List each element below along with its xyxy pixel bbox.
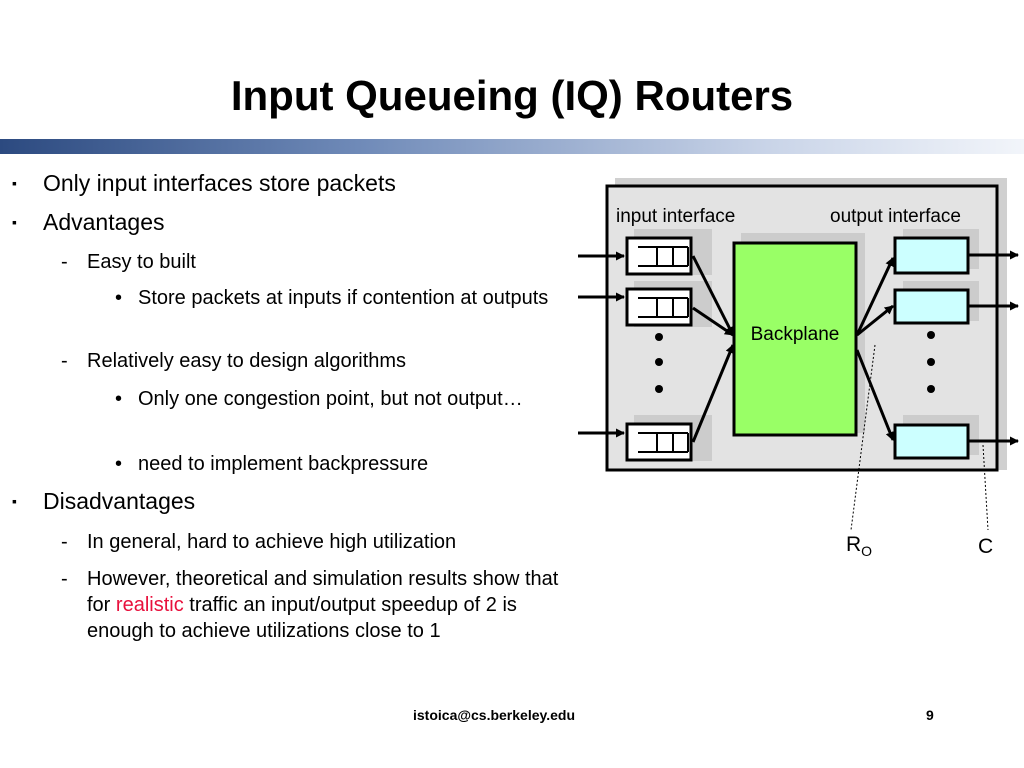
- subbullet-speedup: However, theoretical and simulation resu…: [61, 566, 587, 644]
- ro-label-main: R: [846, 533, 861, 556]
- queue-buffer-icon: [638, 432, 689, 453]
- backplane-to-output-arrow-2: [856, 304, 894, 337]
- backplane-to-output-arrow-1: [855, 257, 895, 336]
- ro-label-subscript: O: [861, 543, 872, 559]
- subsubbullet-one-congestion: Only one congestion point, but not outpu…: [115, 386, 578, 413]
- backplane-to-output-arrow-3: [855, 349, 895, 441]
- ro-leader-line: [850, 344, 876, 531]
- subbullet-hard-utilization: In general, hard to achieve high utiliza…: [61, 529, 587, 555]
- queue-to-backplane-arrow-3: [691, 344, 735, 443]
- queue-buffer-icon: [638, 297, 689, 318]
- subsubbullet-store-packets: Store packets at inputs if contention at…: [115, 285, 578, 312]
- vertical-dots-icon: [655, 333, 663, 393]
- queue-to-backplane-arrow-2: [692, 306, 734, 337]
- realistic-highlight: realistic: [115, 594, 184, 616]
- output-box-3: [893, 423, 970, 460]
- ro-label: RO: [846, 533, 872, 559]
- bullet-disadvantages: Disadvantages: [12, 488, 195, 515]
- input-queue-2: [625, 287, 693, 327]
- queue-to-backplane-arrow-1: [691, 255, 735, 336]
- bullet-advantages: Advantages: [12, 209, 165, 236]
- queue-buffer-icon: [638, 246, 689, 267]
- output-box-2: [893, 288, 970, 325]
- footer-email: istoica@cs.berkeley.edu: [413, 707, 576, 723]
- output-interface-label: output interface: [830, 206, 961, 227]
- page-number: 9: [926, 707, 934, 723]
- subbullet-easy-to-built: Easy to built: [61, 249, 587, 275]
- backplane-label: Backplane: [751, 324, 840, 345]
- subbullet-design-algorithms: Relatively easy to design algorithms: [61, 348, 587, 374]
- input-queue-3: [625, 422, 693, 462]
- speedup-text-pre: However, theoretical and simulation resu…: [87, 568, 559, 616]
- subsubbullet-backpressure: need to implement backpressure: [115, 451, 578, 478]
- speedup-text-post: traffic an input/output speedup of 2 is …: [87, 594, 517, 642]
- bullet-only-input: Only input interfaces store packets: [12, 170, 396, 197]
- vertical-dots-icon: [927, 331, 935, 393]
- bullet-list: Only input interfaces store packets Adva…: [0, 0, 600, 700]
- backplane-box: [732, 241, 858, 437]
- slide-title: Input Queueing (IQ) Routers: [230, 72, 794, 119]
- output-box-1: [893, 236, 970, 275]
- c-label: C: [978, 535, 993, 558]
- title-underline-bar: [0, 139, 1024, 154]
- input-interface-label: input interface: [616, 206, 735, 227]
- input-queue-1: [625, 236, 693, 276]
